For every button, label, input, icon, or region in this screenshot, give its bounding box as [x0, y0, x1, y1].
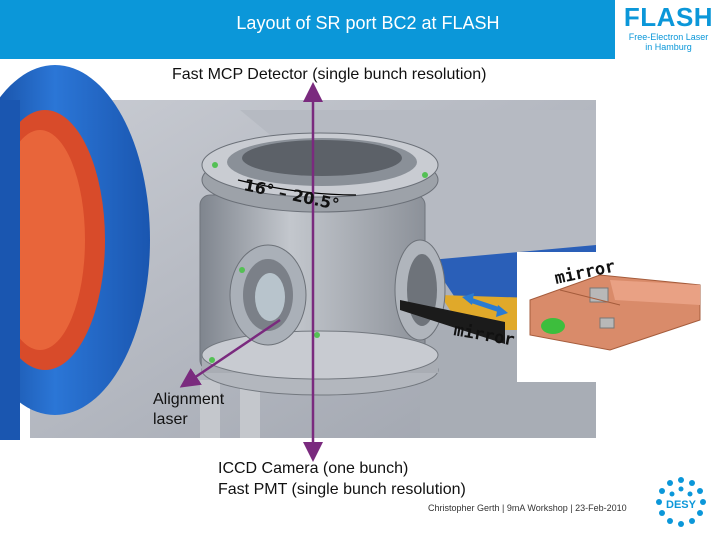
alignment-laser-label-line1: Alignment [153, 391, 225, 408]
footer-author: Christopher Gerth [428, 503, 500, 513]
flash-logo-subtitle: Free-Electron Laser in Hamburg [615, 32, 720, 52]
angle-arc [237, 179, 357, 196]
detector-label: Fast MCP Detector (single bunch resoluti… [172, 66, 487, 83]
footer-credit: Christopher Gerth | 9mA Workshop | 23-Fe… [428, 503, 627, 513]
mirror-inset [517, 252, 717, 382]
mirror-motion-arrow [462, 293, 508, 317]
flash-logo-subtitle-line2: in Hamburg [645, 42, 692, 52]
vacuum-chamber [199, 132, 446, 396]
blue-flange [0, 65, 150, 440]
camera-label: ICCD Camera (one bunch) [218, 460, 409, 477]
beam-arrows [179, 82, 323, 462]
flash-logo-text: FLASH [623, 2, 714, 32]
slide-title: Layout of SR port BC2 at FLASH [236, 13, 500, 33]
header-bar: Layout of SR port BC2 at FLASH FLASH Fre… [0, 0, 720, 59]
flash-logo: FLASH Free-Electron Laser in Hamburg [613, 0, 720, 59]
arrow-alignment-laser [179, 318, 281, 388]
footer-date: 23-Feb-2010 [575, 503, 627, 513]
alignment-laser-label: Alignment laser [153, 390, 224, 430]
mirror-rod [400, 300, 505, 344]
desy-logo-text: DESY [666, 499, 697, 511]
pmt-label: Fast PMT (single bunch resolution) [218, 481, 466, 498]
camera-pmt-label: ICCD Camera (one bunch) Fast PMT (single… [218, 458, 466, 500]
desy-logo: DESY [656, 477, 706, 527]
flash-logo-subtitle-line1: Free-Electron Laser [628, 32, 709, 42]
alignment-laser-label-line2: laser [153, 411, 188, 428]
footer-event: 9mA Workshop [506, 503, 568, 513]
